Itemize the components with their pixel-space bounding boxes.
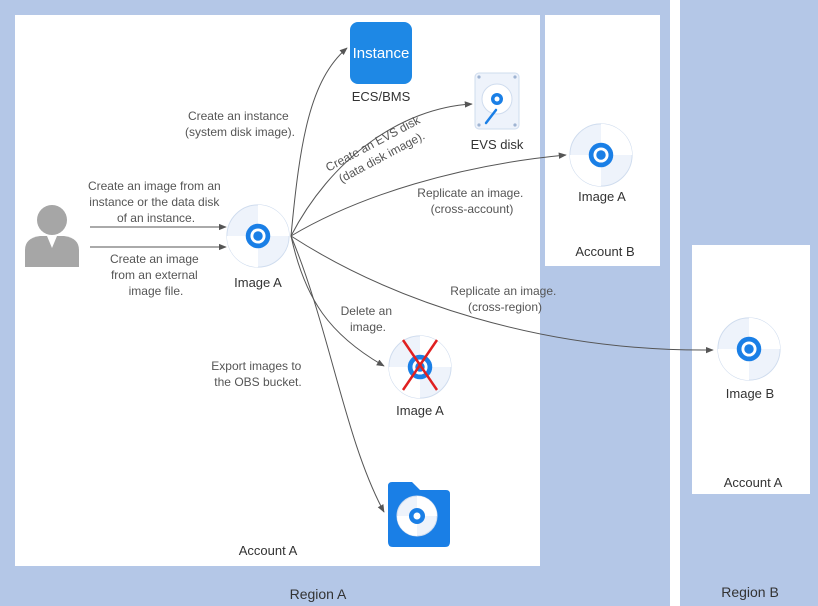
- evs-disk-node: EVS disk: [471, 72, 524, 152]
- image-a-disc-icon: [226, 204, 290, 268]
- image-b-label: Image B: [726, 386, 774, 401]
- label-delete-image: Delete an image.: [341, 304, 396, 334]
- label-create-from-file: Create an image from an external image f…: [110, 252, 202, 298]
- instance-node: Instance ECS/BMS: [350, 22, 412, 104]
- label-export-obs: Export images to the OBS bucket.: [211, 359, 304, 389]
- image-a-deleted-label: Image A: [396, 403, 444, 418]
- label-replicate-account: Replicate an image. (cross-account): [417, 186, 526, 216]
- account-a-label: Account A: [239, 543, 298, 558]
- image-a-center-label: Image A: [234, 275, 282, 290]
- instance-caption: ECS/BMS: [352, 89, 411, 104]
- evs-disk-icon: [474, 72, 520, 130]
- label-replicate-region: Replicate an image. (cross-region): [450, 284, 559, 314]
- deleted-image-node: Image A: [388, 335, 452, 418]
- label-create-from-instance: Create an image from an instance or the …: [88, 179, 224, 225]
- account-a-region-b-label: Account A: [724, 475, 783, 490]
- arrow-create-evs: [290, 101, 473, 237]
- account-b-label: Account B: [575, 244, 634, 259]
- arrow-create-instance: [290, 47, 348, 237]
- arrow-export-obs: [290, 235, 385, 513]
- arrow-delete: [290, 235, 385, 367]
- image-b-disc-icon: [717, 317, 781, 381]
- region-a-label: Region A: [290, 586, 347, 602]
- folder-disc-icon: [388, 482, 450, 547]
- image-a-account-b-disc-icon: [569, 123, 633, 187]
- evs-disk-caption: EVS disk: [471, 137, 524, 152]
- image-a-account-b-label: Image A: [578, 189, 626, 204]
- region-b-label: Region B: [721, 584, 779, 600]
- arrow-replicate-account: [290, 152, 567, 237]
- user-icon: [25, 205, 79, 267]
- label-create-instance: Create an instance (system disk image).: [185, 109, 295, 139]
- arrow-replicate-region: [290, 235, 714, 354]
- instance-badge-text: Instance: [353, 45, 410, 62]
- account-a-panel: [15, 15, 540, 566]
- instance-icon: [350, 22, 412, 84]
- delete-cross-icon: [401, 339, 439, 391]
